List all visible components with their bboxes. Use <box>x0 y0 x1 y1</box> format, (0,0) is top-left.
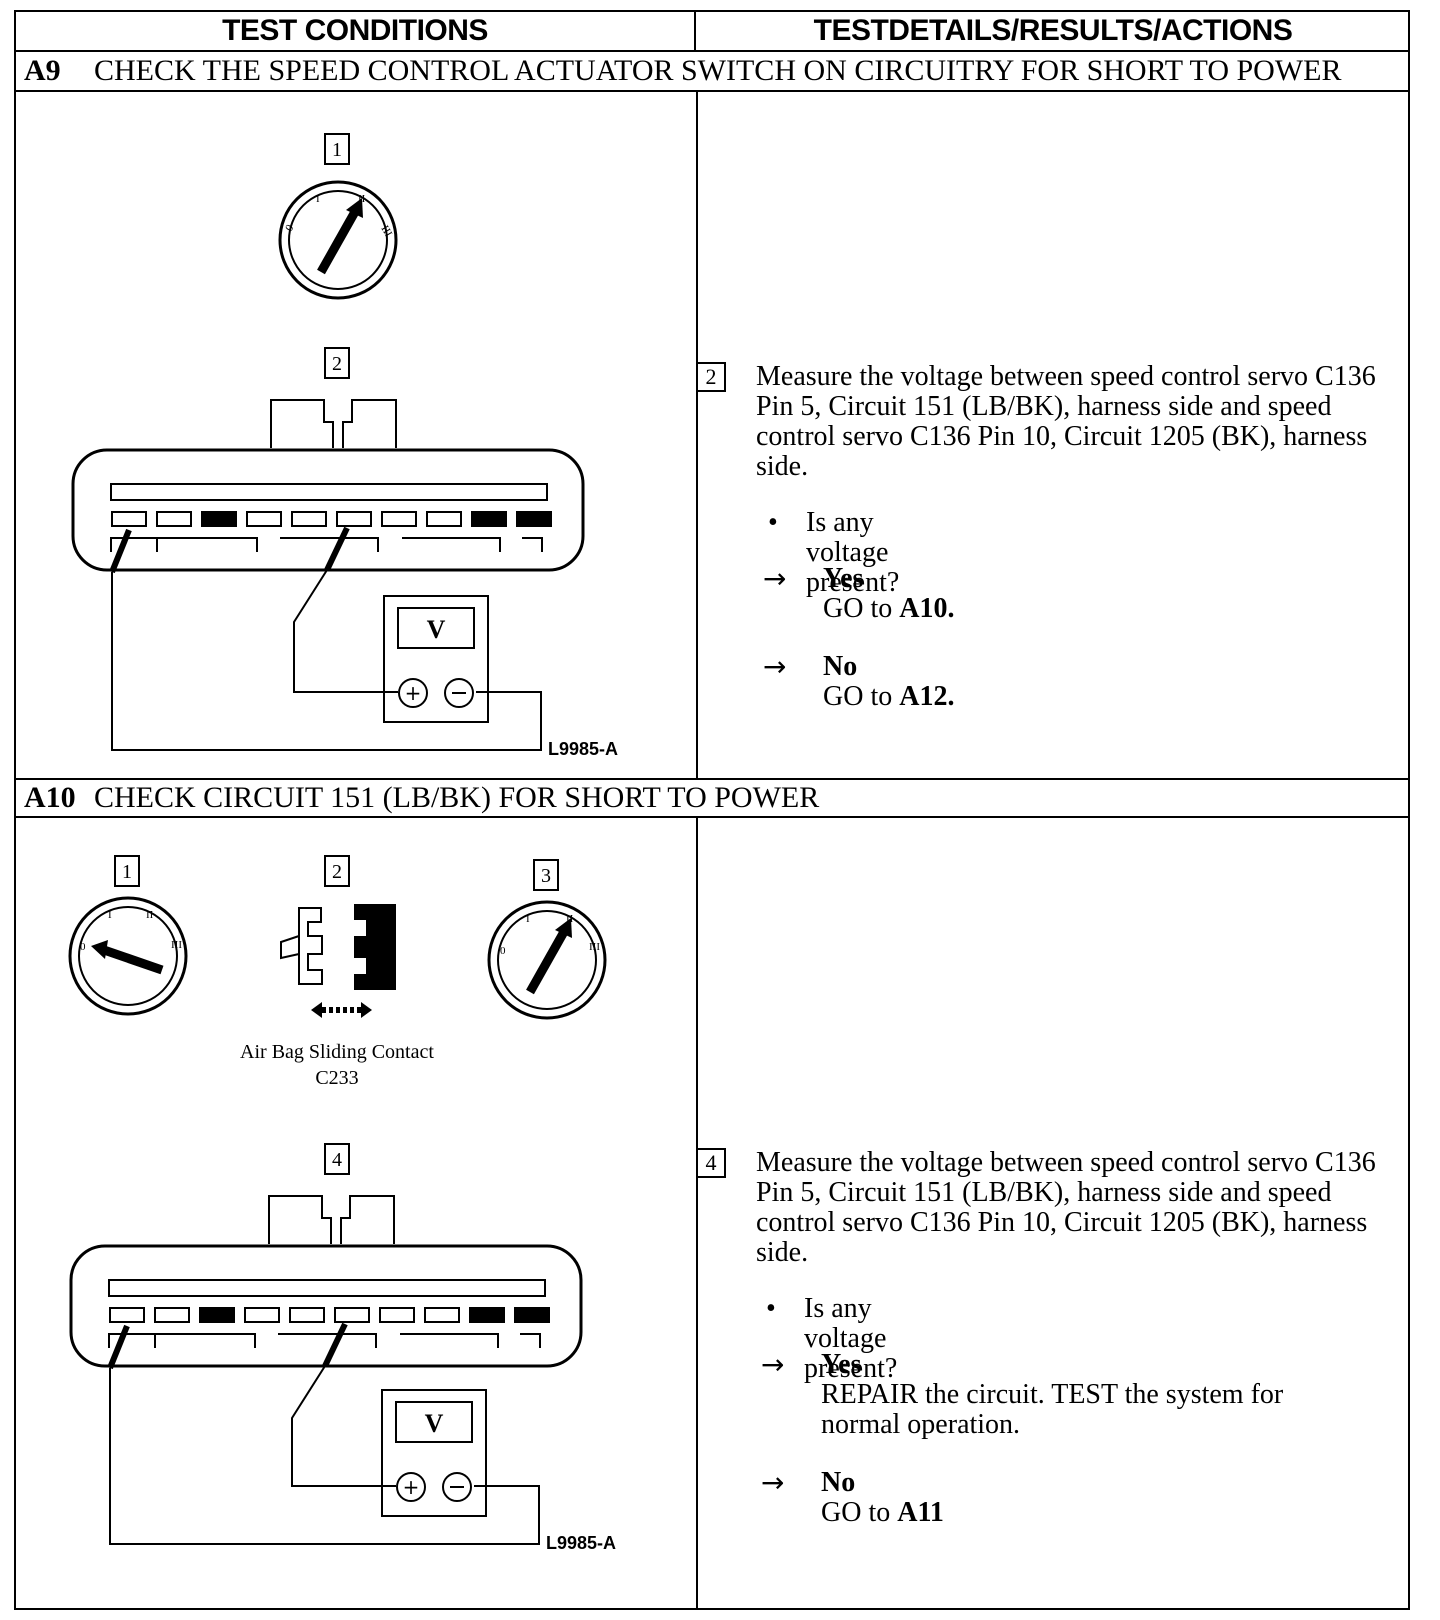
step-number-box: 4 <box>696 1148 726 1178</box>
answer-yes: Yes <box>823 563 864 594</box>
callout-box: 2 <box>324 347 350 379</box>
callout-1: 1 <box>332 139 342 161</box>
callout-4: 4 <box>332 1149 342 1171</box>
step-a9-title: CHECK THE SPEED CONTROL ACTUATOR SWITCH … <box>94 54 1342 87</box>
connector-c136-icon <box>69 1195 583 1368</box>
callout-box: 3 <box>533 859 559 891</box>
meter-label: V <box>425 1409 444 1438</box>
answer-yes: Yes <box>821 1349 862 1380</box>
callout-2: 2 <box>332 353 342 375</box>
step-number-box: 2 <box>696 362 726 392</box>
a9-figure: 1 0 I II III 2 <box>71 133 618 759</box>
header-test-conditions: TEST CONDITIONS <box>16 12 696 52</box>
a9-yes-branch: → Yes GO to A10. <box>763 563 1383 624</box>
callout-3: 3 <box>541 865 551 887</box>
svg-text:0: 0 <box>500 945 506 957</box>
caption-line-1: Air Bag Sliding Contact <box>240 1041 434 1063</box>
figure-id: L9985-A <box>546 1533 616 1553</box>
callout-box: 1 <box>114 855 140 887</box>
connector-disconnect-icon <box>280 904 396 1018</box>
test-leads <box>109 526 542 751</box>
a9-no-branch: → No GO to A12. <box>763 651 1383 712</box>
callout-box: 2 <box>324 855 350 887</box>
figure-id: L9985-A <box>548 739 618 759</box>
column-divider <box>696 92 698 778</box>
connector-c136-icon <box>71 399 585 572</box>
step-a10-title: CHECK CIRCUIT 151 (LB/BK) FOR SHORT TO P… <box>94 781 820 814</box>
answer-no: No <box>823 651 858 682</box>
arrow-icon: → <box>761 1348 785 1381</box>
arrow-icon: → <box>763 562 787 595</box>
bullet-glyph: • <box>768 507 778 538</box>
column-divider <box>696 818 698 1608</box>
a9-instruction-text: Measure the voltage between speed contro… <box>756 361 1376 482</box>
step-a9-id: A9 <box>24 54 61 87</box>
callout-2: 2 <box>332 861 342 883</box>
a10-question: • Is any voltage present? <box>766 1293 898 1384</box>
a9-instruction: 2 Measure the voltage between speed cont… <box>696 361 1386 482</box>
action-no: GO to A11 <box>821 1497 944 1528</box>
svg-text:I: I <box>108 909 112 921</box>
diagnostic-table: TEST CONDITIONS TESTDETAILS/RESULTS/ACTI… <box>14 10 1410 1610</box>
voltmeter-icon: V + <box>381 1389 487 1517</box>
a10-yes-branch: → Yes REPAIR the circuit. TEST the syste… <box>761 1349 1341 1440</box>
ignition-switch-icon: 0 I II III <box>487 900 607 1020</box>
svg-text:I: I <box>526 913 530 925</box>
bullet-glyph: • <box>766 1293 776 1324</box>
ignition-switch-icon: 0 I II III <box>278 180 398 300</box>
test-leads <box>107 1322 540 1545</box>
svg-text:+: + <box>405 681 422 705</box>
a10-figure: 1 0 I II III 2 Air Bag Sliding Contact <box>68 855 616 1553</box>
action-yes: REPAIR the circuit. TEST the system for … <box>821 1379 1284 1440</box>
a10-instruction-text: Measure the voltage between speed contro… <box>756 1147 1376 1268</box>
action-yes: GO to A10. <box>823 593 955 624</box>
svg-text:II: II <box>146 909 154 921</box>
callout-box: 1 <box>324 133 350 165</box>
svg-text:III: III <box>589 941 600 953</box>
step-a9-title-row: A9 CHECK THE SPEED CONTROL ACTUATOR SWIT… <box>16 52 1408 92</box>
a9-question: • Is any voltage present? <box>768 507 900 598</box>
step-a10-title-row: A10 CHECK CIRCUIT 151 (LB/BK) FOR SHORT … <box>16 780 1408 818</box>
callout-box: 4 <box>324 1143 350 1175</box>
answer-no: No <box>821 1467 856 1498</box>
arrow-icon: → <box>763 650 787 683</box>
a10-question-text: Is any voltage present? <box>804 1293 898 1384</box>
svg-text:+: + <box>403 1475 420 1499</box>
step-a10-id: A10 <box>24 781 76 814</box>
meter-label: V <box>427 615 446 644</box>
header-test-details: TESTDETAILS/RESULTS/ACTIONS <box>696 12 1410 52</box>
caption-line-2: C233 <box>315 1067 358 1089</box>
svg-text:I: I <box>316 193 320 205</box>
action-no: GO to A12. <box>823 681 955 712</box>
a10-instruction: 4 Measure the voltage between speed cont… <box>696 1147 1386 1268</box>
arrow-icon: → <box>761 1466 785 1499</box>
svg-text:III: III <box>378 224 394 240</box>
svg-text:III: III <box>171 939 182 951</box>
callout-1: 1 <box>122 861 132 883</box>
svg-text:0: 0 <box>283 222 296 233</box>
a10-no-branch: → No GO to A11 <box>761 1467 1381 1528</box>
a9-question-text: Is any voltage present? <box>806 507 900 598</box>
svg-text:0: 0 <box>80 941 86 953</box>
ignition-switch-icon: 0 I II III <box>68 896 188 1016</box>
row-divider <box>16 778 1408 780</box>
voltmeter-icon: V + <box>383 595 489 723</box>
